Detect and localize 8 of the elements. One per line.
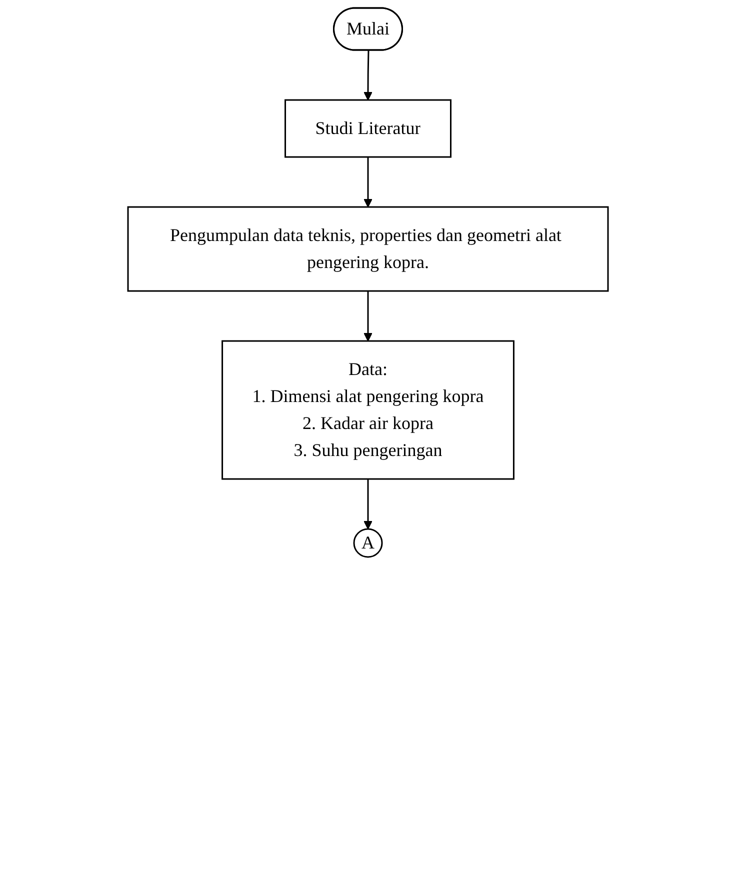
node-box: Studi Literatur: [284, 99, 452, 158]
arrow: [364, 50, 372, 100]
arrow: [364, 157, 372, 208]
node-box: Data: 1. Dimensi alat pengering kopra 2. Kadar air kopra 3. Suhu pengeringan: [222, 340, 514, 480]
arrow: [364, 479, 372, 530]
arrow: [364, 291, 372, 342]
node-box: Pengumpulan data teknis, properties dan geometri alat pengering kopra.: [127, 206, 609, 292]
node-circle: A: [353, 528, 383, 558]
